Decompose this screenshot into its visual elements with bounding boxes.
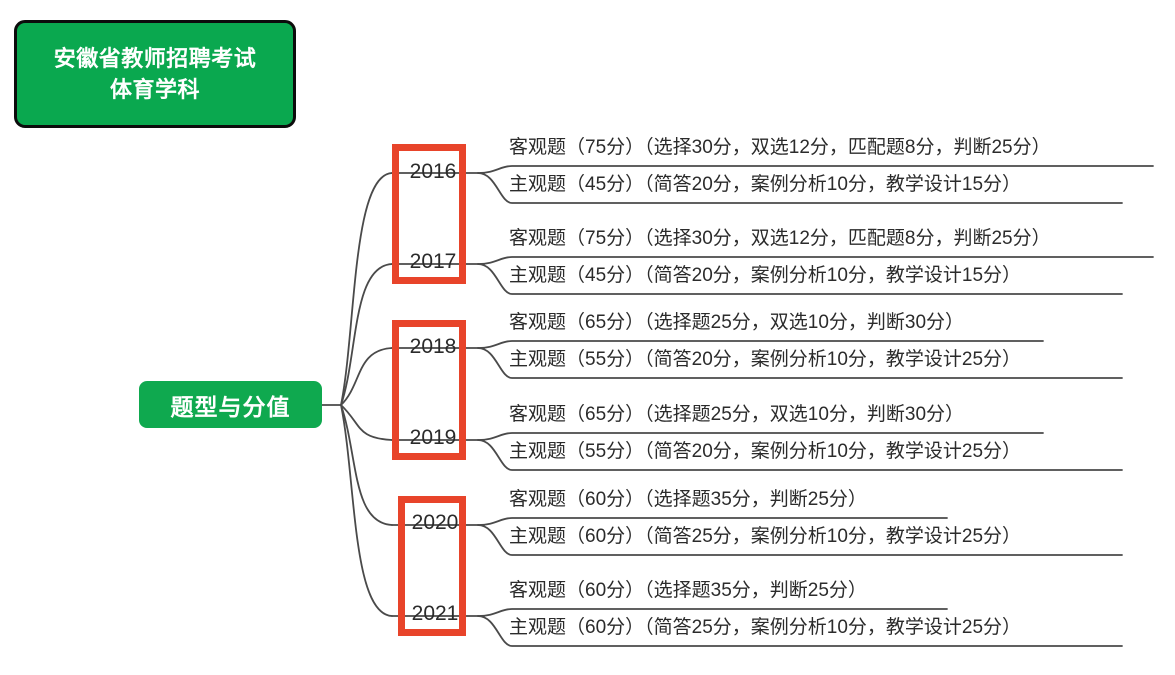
detail-objective-2017: 客观题（75分）（选择30分，双选12分，匹配题8分，判断25分） (509, 228, 1051, 249)
year-label-2016[interactable]: 2016 (409, 160, 457, 183)
connector-fork-2021-bottom (477, 615, 1123, 647)
detail-subjective-2019: 主观题（55分）（简答20分，案例分析10分，教学设计25分） (509, 441, 1022, 462)
connector-branch-2021 (340, 404, 393, 617)
year-label-2019[interactable]: 2019 (409, 426, 457, 449)
year-group-box-2016-2017 (392, 144, 466, 284)
connector-fork-2016-bottom (477, 172, 1123, 204)
connector-branch-2017 (340, 263, 393, 406)
connector-fork-2020-top (477, 517, 948, 526)
root-node-label: 题型与分值 (170, 393, 291, 420)
connector-fork-2017-bottom (477, 263, 1123, 295)
year-label-2017[interactable]: 2017 (409, 250, 457, 273)
detail-subjective-2016: 主观题（45分）（简答20分，案例分析10分，教学设计15分） (509, 174, 1022, 195)
year-group-box-2020-2021 (398, 496, 466, 636)
connector-branch-2018 (340, 347, 393, 406)
connector-fork-2018-bottom (477, 347, 1123, 379)
detail-objective-2021: 客观题（60分）（选择题35分，判断25分） (509, 580, 867, 601)
exam-title-box: 安徽省教师招聘考试 体育学科 (14, 20, 296, 128)
detail-objective-2018: 客观题（65分）（选择题25分，双选10分，判断30分） (509, 312, 965, 333)
connector-fork-2017-top (477, 256, 1154, 265)
detail-subjective-2021: 主观题（60分）（简答25分，案例分析10分，教学设计25分） (509, 617, 1022, 638)
detail-subjective-2017: 主观题（45分）（简答20分，案例分析10分，教学设计15分） (509, 265, 1022, 286)
detail-subjective-2018: 主观题（55分）（简答20分，案例分析10分，教学设计25分） (509, 349, 1022, 370)
connector-branch-2019 (340, 404, 393, 441)
connector-fork-2018-top (477, 340, 1044, 349)
connector-fork-2016-top (477, 165, 1154, 174)
year-label-2021[interactable]: 2021 (411, 602, 459, 625)
year-group-box-2018-2019 (392, 320, 466, 460)
connector-fork-2019-top (477, 432, 1044, 441)
connector-fork-2021-top (477, 608, 948, 617)
year-label-2020[interactable]: 2020 (411, 511, 459, 534)
exam-title-line-1: 安徽省教师招聘考试 (53, 46, 257, 71)
root-node-question-types-and-scores[interactable]: 题型与分值 (139, 381, 322, 428)
connector-fork-2020-bottom (477, 524, 1123, 556)
detail-subjective-2020: 主观题（60分）（简答25分，案例分析10分，教学设计25分） (509, 526, 1022, 547)
year-label-2018[interactable]: 2018 (409, 335, 457, 358)
detail-objective-2016: 客观题（75分）（选择30分，双选12分，匹配题8分，判断25分） (509, 137, 1051, 158)
exam-title-line-2: 体育学科 (109, 77, 200, 102)
connector-branch-2020 (340, 404, 393, 526)
detail-objective-2019: 客观题（65分）（选择题25分，双选10分，判断30分） (509, 404, 965, 425)
detail-objective-2020: 客观题（60分）（选择题35分，判断25分） (509, 489, 867, 510)
connector-branch-2016 (340, 172, 393, 406)
connector-fork-2019-bottom (477, 439, 1123, 471)
